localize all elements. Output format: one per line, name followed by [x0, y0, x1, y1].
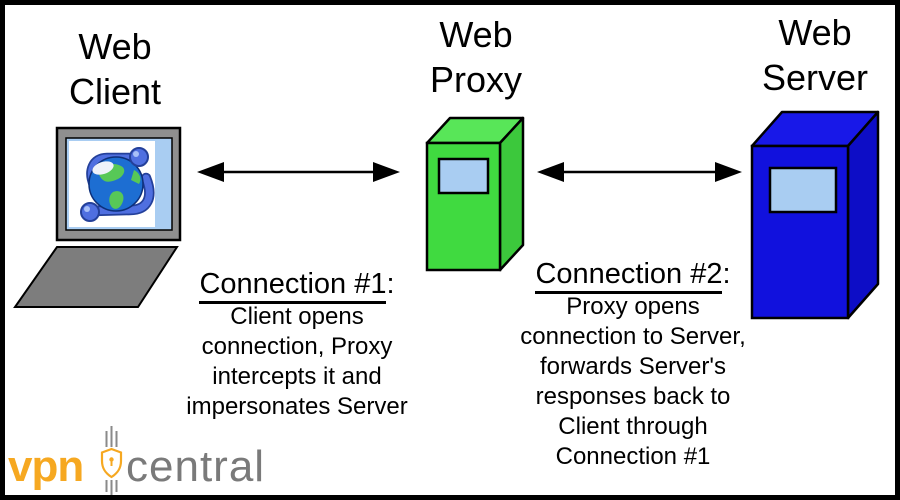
shield-lock-emblem-icon — [100, 426, 123, 497]
client-proxy-arrow — [197, 162, 400, 182]
connection-2-heading: Connection #2: — [503, 256, 763, 294]
proxy-server-arrow — [537, 162, 742, 182]
arrowhead-right — [373, 162, 400, 182]
tube-node-balls — [80, 147, 149, 222]
connection-2-body: Proxy opens connection to Server, forwar… — [520, 293, 746, 470]
logo-word-central: central — [126, 442, 266, 491]
web-proxy-icon — [425, 116, 525, 272]
connection-1-body: Client opens connection, Proxy intercept… — [186, 303, 408, 420]
proxy-panel — [437, 157, 490, 195]
web-proxy-title: Web Proxy — [429, 14, 523, 100]
shield-keyhole — [109, 457, 114, 462]
connection-1-heading: Connection #1: — [172, 266, 422, 304]
web-client-icon — [13, 126, 182, 308]
globe-icon — [88, 156, 144, 212]
emblem-lines-top — [105, 426, 118, 447]
arrowhead-right — [715, 162, 742, 182]
connection-2-heading-colon: : — [722, 258, 731, 290]
server-panel — [768, 166, 838, 214]
web-server-title: Web Server — [761, 12, 869, 98]
server-side-face — [846, 110, 880, 320]
arrowhead-left — [537, 162, 564, 182]
proxy-side-face — [498, 116, 525, 272]
laptop-keyboard — [13, 246, 179, 308]
arrowhead-left — [197, 162, 224, 182]
web-client-title: Web Client — [68, 26, 162, 112]
connection-1-heading-colon: : — [386, 268, 395, 300]
connection-2-heading-text: Connection #2 — [535, 258, 723, 294]
connection-1-annotation: Connection #1: Client opens connection, … — [172, 266, 422, 422]
logo-word-vpn: vpn — [8, 442, 84, 491]
connection-2-annotation: Connection #2: Proxy opens connection to… — [503, 256, 763, 472]
web-server-icon — [750, 110, 880, 320]
emblem-lines-bottom — [105, 480, 118, 497]
connection-1-heading-text: Connection #1 — [199, 268, 387, 304]
globe-continents — [92, 161, 141, 209]
